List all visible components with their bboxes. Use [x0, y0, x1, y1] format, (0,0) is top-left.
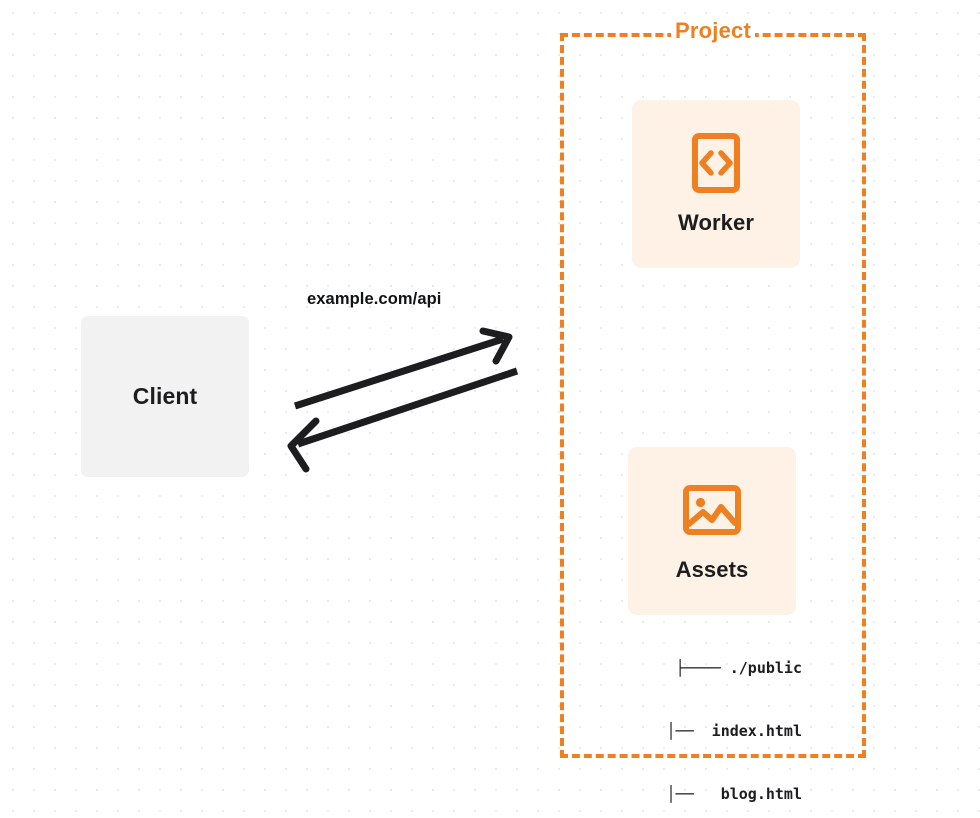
code-brackets-icon	[692, 133, 740, 193]
client-node-label: Client	[132, 383, 198, 409]
image-picture-icon	[683, 485, 741, 535]
response-arrow-icon	[287, 367, 519, 473]
project-group: Project	[560, 18, 866, 758]
client-node[interactable]: Client	[81, 316, 249, 477]
assets-card[interactable]: Assets	[628, 447, 796, 615]
assets-card-label: Assets	[675, 557, 749, 582]
worker-card-label: Worker	[678, 210, 754, 235]
assets-file-tree: ├──── ./public │── index.html │── blog.h…	[600, 616, 802, 818]
request-arrow-icon	[293, 327, 513, 410]
tree-line: │── blog.html	[639, 785, 802, 803]
tree-line: │── index.html	[639, 722, 802, 740]
project-group-title: Project	[671, 18, 755, 44]
worker-card[interactable]: Worker	[632, 100, 800, 268]
tree-line: ├──── ./public	[675, 659, 802, 677]
connection-url-label: example.com/api	[307, 290, 442, 308]
